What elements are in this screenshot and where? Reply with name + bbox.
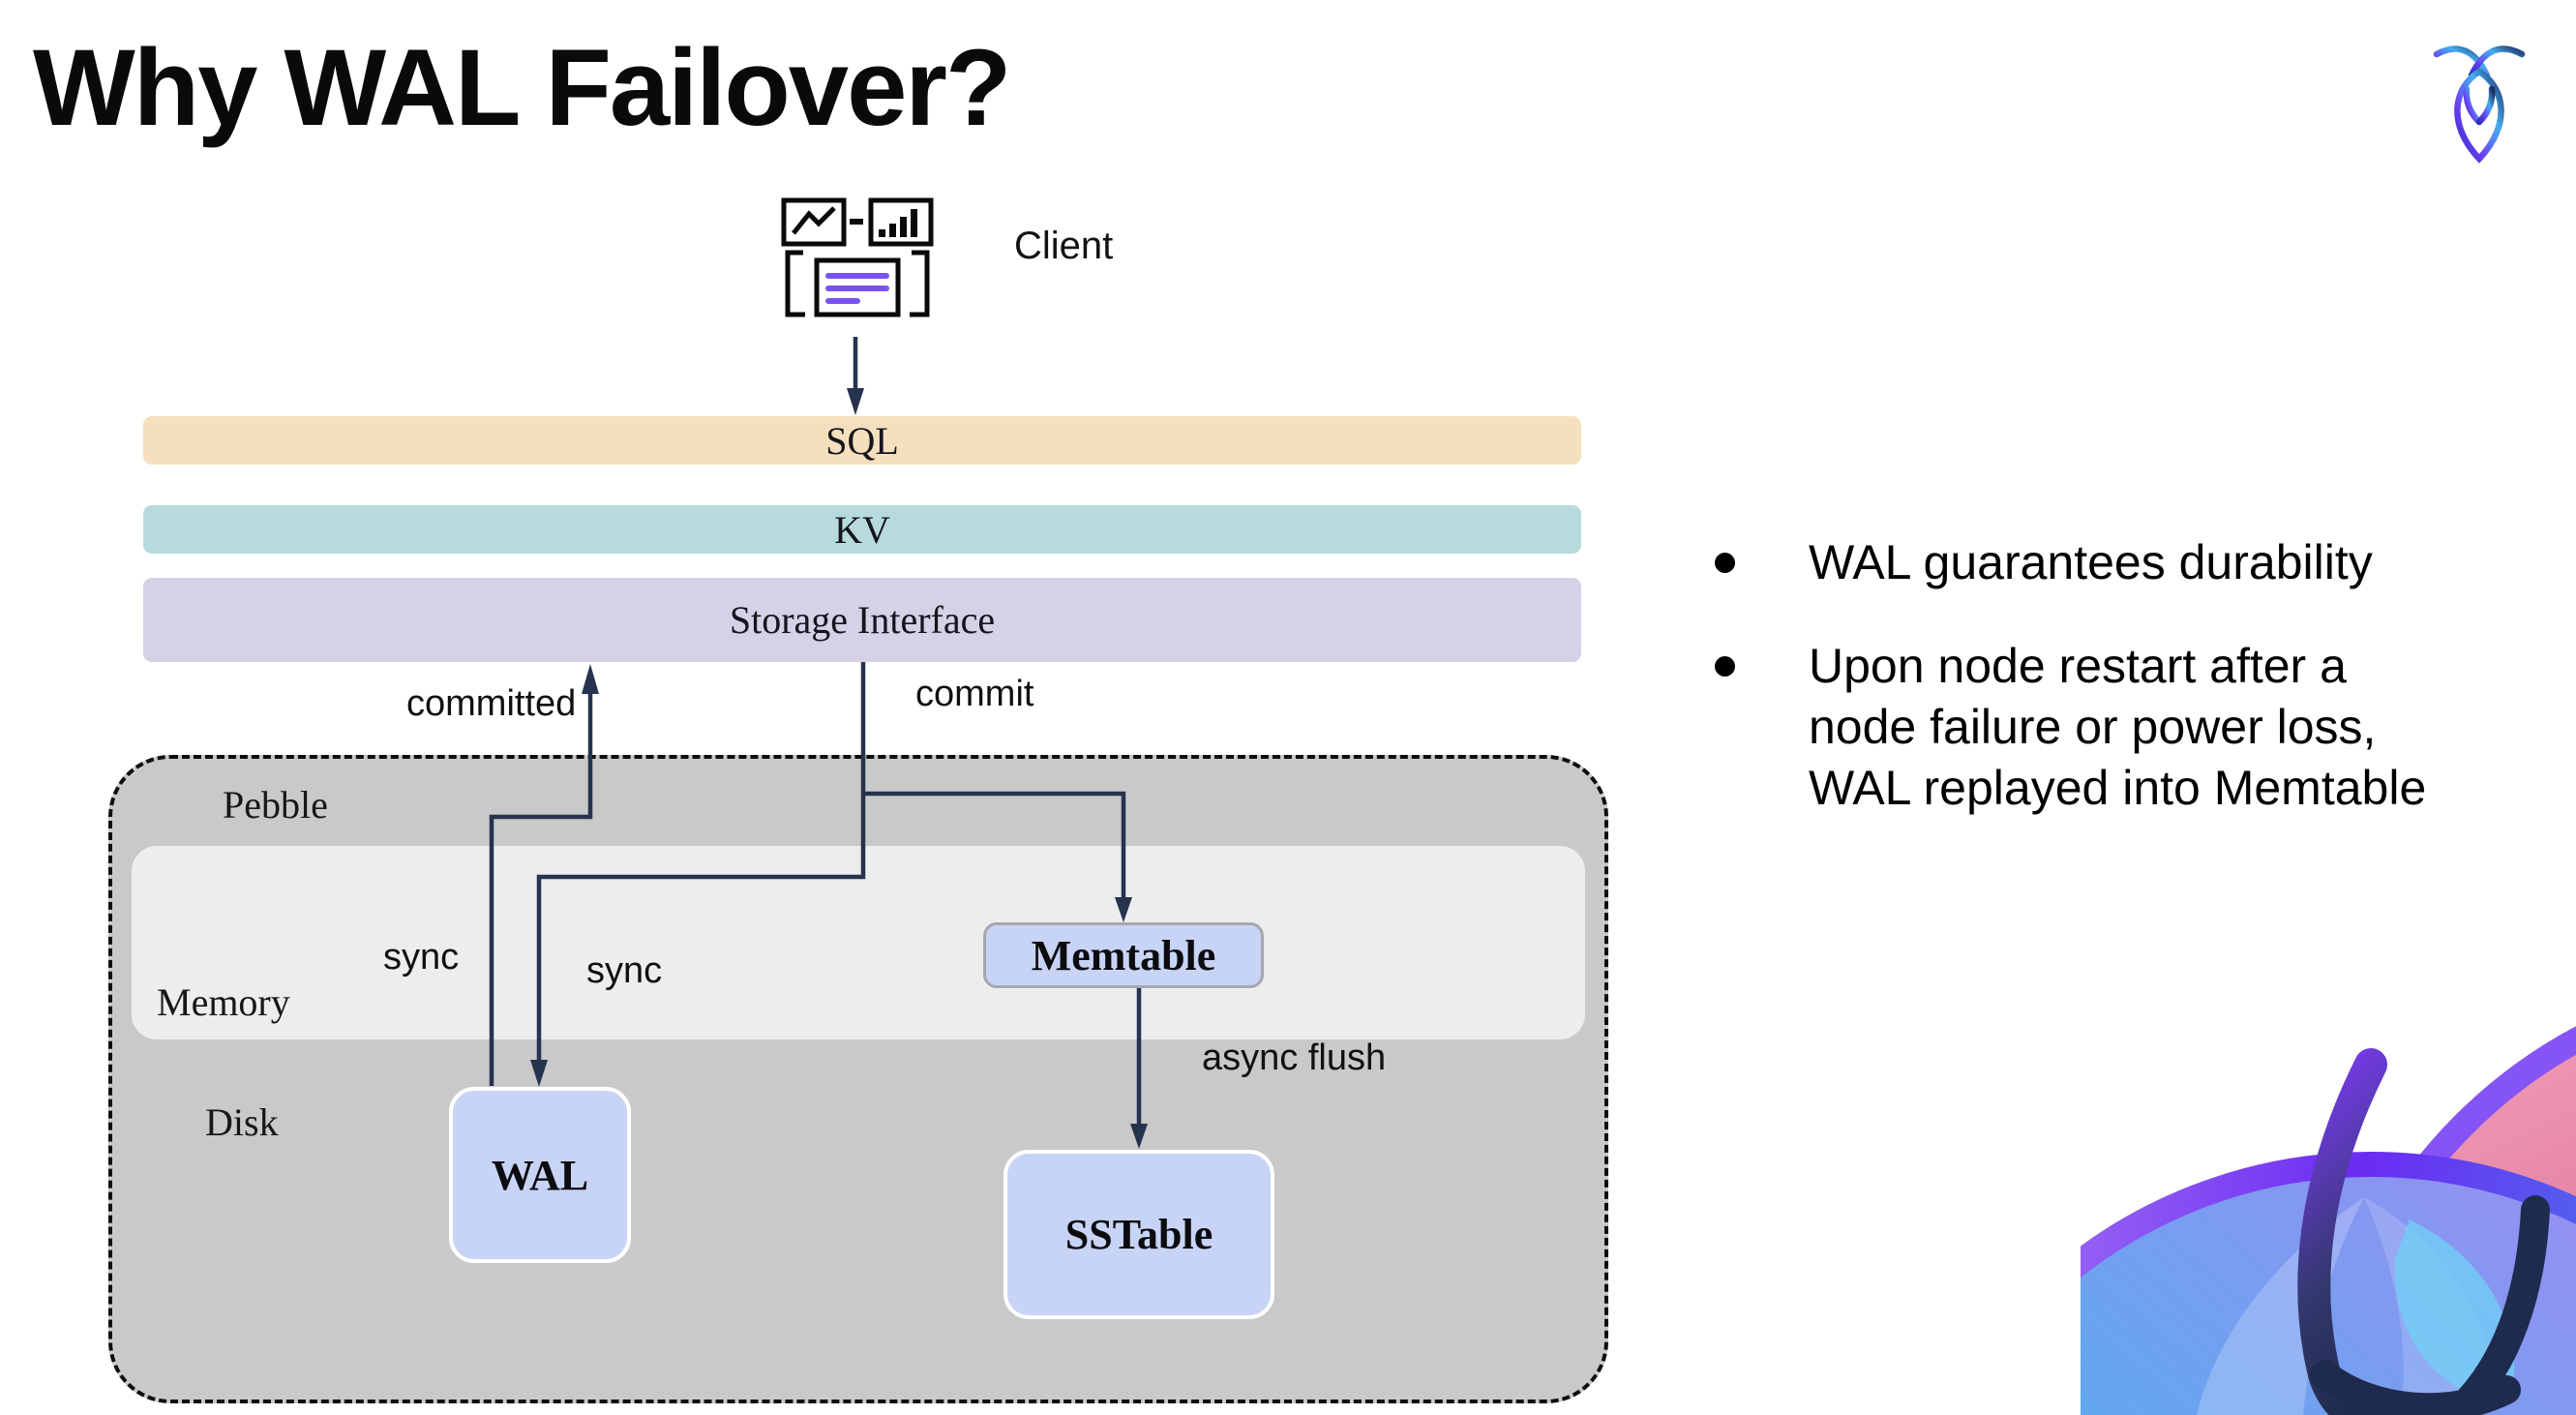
bar-chart-icon bbox=[850, 209, 917, 237]
layer-kv: KV bbox=[143, 505, 1581, 554]
sstable-node: SSTable bbox=[1003, 1150, 1274, 1319]
arrow-client-to-sql bbox=[847, 337, 864, 415]
roach-glyph-arcs bbox=[2297, 1048, 2550, 1415]
client-icon bbox=[781, 197, 934, 317]
bullet-text: WAL guarantees durability bbox=[1809, 535, 2373, 589]
async-flush-edge-label: async flush bbox=[1202, 1038, 1387, 1078]
bullet-dot bbox=[1715, 656, 1735, 677]
cockroach-labs-logo-icon bbox=[2433, 45, 2526, 164]
bullet-dot bbox=[1715, 553, 1735, 573]
committed-edge-label: committed bbox=[406, 683, 577, 724]
document-text-lines bbox=[825, 273, 889, 304]
sync-right-edge-label: sync bbox=[586, 950, 663, 991]
wal-node: WAL bbox=[449, 1087, 631, 1263]
bracket-icons bbox=[785, 250, 930, 317]
pebble-label: Pebble bbox=[223, 783, 328, 827]
bullet-item: WAL guarantees durability bbox=[1715, 532, 2528, 593]
sync-left-edge-label: sync bbox=[383, 937, 460, 978]
memtable-node: Memtable bbox=[983, 922, 1264, 988]
layer-sql: SQL bbox=[143, 416, 1581, 465]
layer-storage-interface: Storage Interface bbox=[143, 578, 1581, 662]
commit-edge-label: commit bbox=[915, 674, 1034, 714]
line-chart-icon bbox=[792, 206, 836, 235]
memory-region bbox=[132, 846, 1585, 1039]
memory-label: Memory bbox=[157, 980, 290, 1024]
client-label: Client bbox=[1014, 225, 1114, 267]
brand-decoration-graphic bbox=[2081, 1026, 2576, 1415]
page-title: Why WAL Failover? bbox=[33, 27, 1011, 148]
disk-label: Disk bbox=[205, 1100, 279, 1144]
